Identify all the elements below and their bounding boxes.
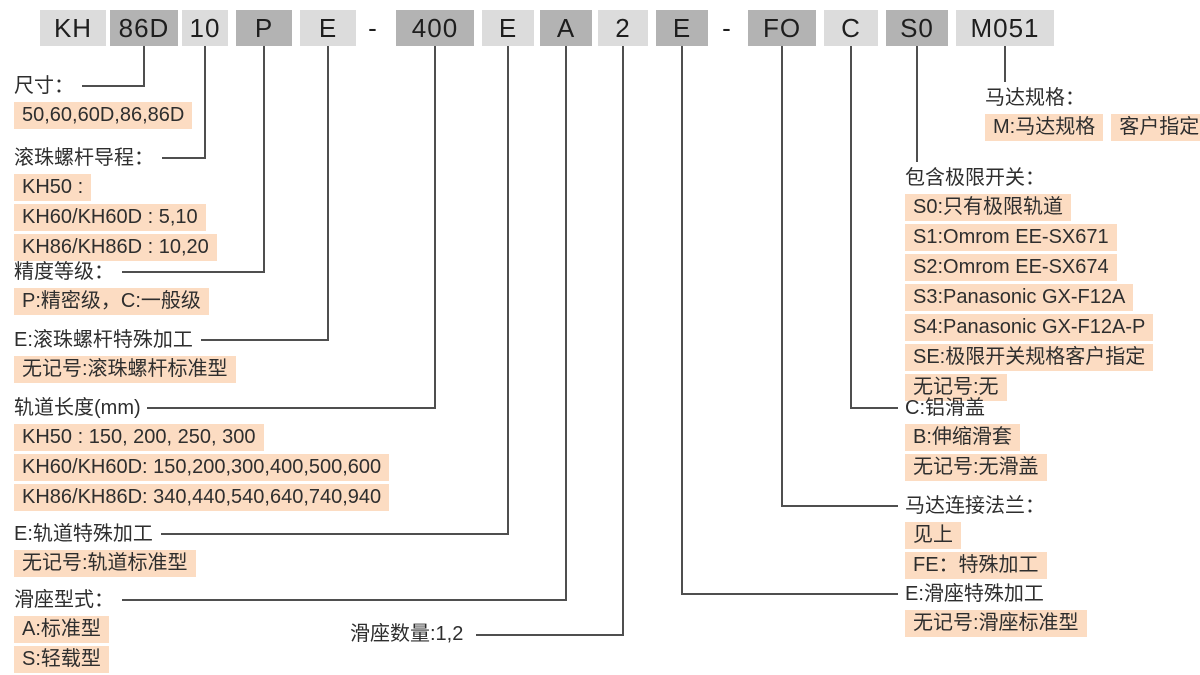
annotation-size-title: 尺寸：	[14, 75, 74, 97]
code-segment-slider-special: E	[656, 10, 708, 46]
annotation-slider-special: E:滑座特殊加工 无记号:滑座标准型	[905, 582, 1087, 640]
code-segment-motor: M051	[956, 10, 1054, 46]
highlight-item: P:精密级，C:一般级	[14, 288, 209, 315]
highlight-item: KH86/KH86D: 340,440,540,640,740,940	[14, 484, 390, 511]
annotation-slider-type-title: 滑座型式：	[14, 589, 114, 611]
highlight-item: S:轻载型	[14, 646, 109, 673]
annotation-accuracy: 精度等级： P:精密级，C:一般级	[14, 260, 209, 318]
highlight-item: 客户指定	[1111, 114, 1200, 141]
code-segment-rail-length: 400	[396, 10, 474, 46]
code-segment-lead: 10	[182, 10, 228, 46]
highlight-item: KH50 :	[14, 174, 92, 201]
code-segment-rail-special: E	[482, 10, 534, 46]
annotation-limit-switch: 包含极限开关： S0:只有极限轨道 S1:Omrom EE-SX671 S2:O…	[905, 166, 1154, 404]
highlight-item: 见上	[905, 522, 961, 549]
annotation-slider-qty: 滑座数量:1,2	[350, 623, 464, 645]
annotation-rail-special: E:轨道特殊加工 无记号:轨道标准型	[14, 522, 196, 580]
highlight-item: KH50 : 150, 200, 250, 300	[14, 424, 264, 451]
code-segment-size: 86D	[110, 10, 178, 46]
annotation-limit-switch-title: 包含极限开关：	[905, 167, 1045, 189]
highlight-item: S3:Panasonic GX-F12A	[905, 284, 1134, 311]
annotation-screw-special-title: E:滚珠螺杆特殊加工	[14, 329, 193, 351]
annotation-rail-length: 轨道长度(mm) KH50 : 150, 200, 250, 300 KH60/…	[14, 396, 390, 514]
annotation-cover: C:铝滑盖 B:伸缩滑套 无记号:无滑盖	[905, 396, 1047, 484]
code-segment-screw-special: E	[300, 10, 356, 46]
highlight-item: S1:Omrom EE-SX671	[905, 224, 1117, 251]
highlight-item: SE:极限开关规格客户指定	[905, 344, 1154, 371]
code-segment-limit-switch: S0	[886, 10, 948, 46]
code-segment-dash: -	[368, 12, 378, 43]
annotation-slider-special-title: E:滑座特殊加工	[905, 583, 1044, 605]
code-segment-series: KH	[40, 10, 106, 46]
annotation-accuracy-title: 精度等级：	[14, 261, 114, 283]
highlight-item: 无记号:滚珠螺杆标准型	[14, 356, 236, 383]
annotation-flange-title: 马达连接法兰：	[905, 495, 1045, 517]
highlight-item: 无记号:滑座标准型	[905, 610, 1087, 637]
annotation-flange: 马达连接法兰： 见上 FE：特殊加工	[905, 494, 1047, 582]
code-segment-slider-type: A	[540, 10, 592, 46]
highlight-item: 无记号:轨道标准型	[14, 550, 196, 577]
highlight-item: A:标准型	[14, 616, 109, 643]
highlight-item: 无记号:无滑盖	[905, 454, 1047, 481]
highlight-item: KH60/KH60D : 5,10	[14, 204, 206, 231]
highlight-item: S0:只有极限轨道	[905, 194, 1072, 221]
highlight-item: 无记号:无	[905, 374, 1007, 401]
highlight-item: S4:Panasonic GX-F12A-P	[905, 314, 1154, 341]
annotation-motor-spec-title: 马达规格：	[985, 87, 1085, 109]
highlight-item: KH86/KH86D : 10,20	[14, 234, 217, 261]
annotation-motor-spec: 马达规格： M:马达规格 客户指定	[985, 86, 1200, 144]
code-segment-cover: C	[824, 10, 878, 46]
highlight-item: M:马达规格	[985, 114, 1104, 141]
highlight-item: FE：特殊加工	[905, 552, 1047, 579]
annotation-rail-length-title: 轨道长度(mm)	[14, 397, 141, 419]
annotation-screw-lead-title: 滚珠螺杆导程：	[14, 147, 154, 169]
annotation-screw-special: E:滚珠螺杆特殊加工 无记号:滚珠螺杆标准型	[14, 328, 236, 386]
code-segment-flange: FO	[748, 10, 816, 46]
highlight-item: 50,60,60D,86,86D	[14, 102, 193, 129]
annotation-rail-special-title: E:轨道特殊加工	[14, 523, 153, 545]
code-segment-dash: -	[722, 12, 732, 43]
annotation-screw-lead: 滚珠螺杆导程： KH50 : KH60/KH60D : 5,10 KH86/KH…	[14, 146, 217, 264]
highlight-item: KH60/KH60D: 150,200,300,400,500,600	[14, 454, 390, 481]
annotation-cover-title: C:铝滑盖	[905, 397, 985, 419]
annotation-size: 尺寸： 50,60,60D,86,86D	[14, 74, 193, 132]
annotation-slider-type: 滑座型式： A:标准型 S:轻载型	[14, 588, 114, 675]
code-segment-slider-qty: 2	[598, 10, 648, 46]
highlight-item: S2:Omrom EE-SX674	[905, 254, 1117, 281]
highlight-item: B:伸缩滑套	[905, 424, 1020, 451]
code-segment-accuracy: P	[236, 10, 292, 46]
